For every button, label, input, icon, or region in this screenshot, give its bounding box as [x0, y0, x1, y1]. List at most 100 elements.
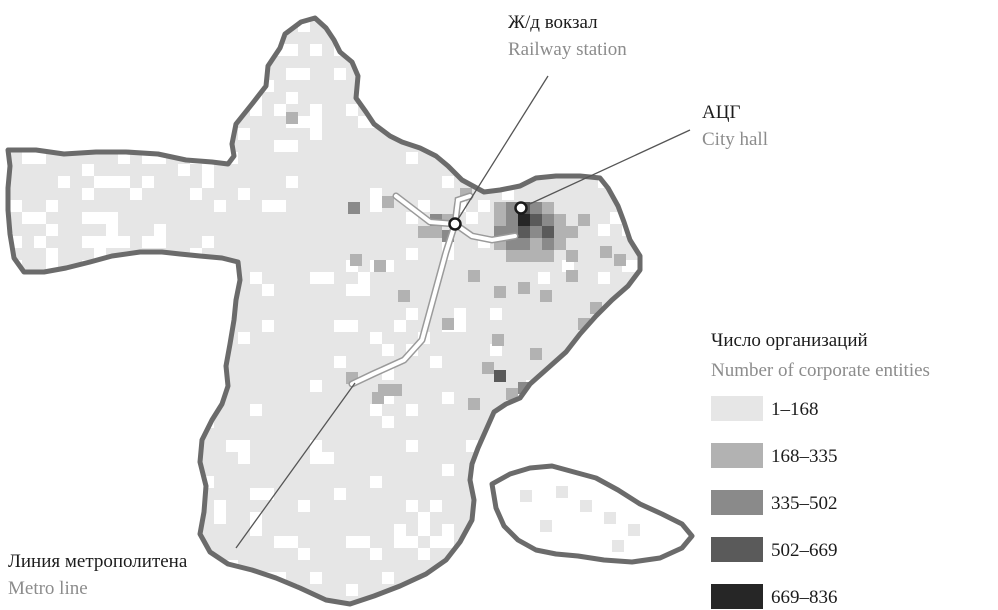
density-cell [262, 596, 274, 604]
density-cell [106, 284, 118, 296]
metro-line-label-ru: Линия метрополитена [8, 551, 188, 572]
railway-leader-line [454, 75, 549, 225]
density-cell [106, 260, 118, 272]
density-cell [430, 56, 442, 68]
density-cell [154, 80, 166, 92]
density-cell [178, 284, 190, 296]
density-cell [538, 68, 550, 80]
density-cell [562, 92, 574, 104]
metro-leader-line [235, 382, 356, 549]
legend-item: 335–502 [711, 490, 911, 516]
density-cell [598, 356, 610, 368]
density-cell [334, 320, 346, 332]
density-cell [298, 116, 310, 128]
density-cell [250, 524, 262, 536]
density-cell [298, 548, 310, 560]
density-cell [550, 92, 562, 104]
density-cell [358, 536, 370, 548]
density-cell [214, 200, 226, 212]
density-cell [490, 44, 502, 56]
city-fill-base [8, 18, 640, 604]
density-cell [578, 214, 590, 226]
density-cell [130, 296, 142, 308]
density-cell [478, 512, 490, 524]
density-cell [190, 188, 202, 200]
legend-swatch [711, 443, 763, 468]
density-cell [382, 196, 394, 208]
density-cell [634, 152, 640, 164]
density-cell [142, 308, 154, 320]
density-cell [34, 452, 46, 464]
density-cell [202, 44, 214, 56]
density-cell [562, 260, 574, 272]
density-cell [178, 164, 190, 176]
density-cell [58, 44, 70, 56]
density-cell [166, 68, 178, 80]
city-hall-label-en: City hall [702, 129, 768, 150]
density-cell [406, 308, 418, 320]
density-cell [406, 596, 418, 604]
density-cell [514, 92, 526, 104]
density-cell [406, 500, 418, 512]
density-cell [178, 104, 190, 116]
density-cell [286, 536, 298, 548]
density-cell [634, 572, 640, 584]
density-cell [178, 368, 190, 380]
density-cell [442, 104, 454, 116]
legend-item-label: 669–836 [771, 587, 838, 608]
density-cell [70, 392, 82, 404]
density-cell [346, 320, 358, 332]
density-cell [490, 560, 502, 572]
density-cell [646, 320, 658, 332]
leader-lines [235, 75, 691, 549]
density-cell [118, 236, 130, 248]
density-cell [418, 512, 430, 524]
density-cell [262, 488, 274, 500]
density-cell [310, 572, 322, 584]
density-cell [370, 188, 382, 200]
density-cell [634, 392, 640, 404]
density-cell [10, 92, 22, 104]
density-cell [502, 80, 514, 92]
density-cell [178, 380, 190, 392]
density-cell [530, 202, 542, 214]
density-cell [10, 380, 22, 392]
density-cell [646, 392, 658, 404]
density-cell [622, 452, 634, 464]
density-cell [542, 238, 554, 250]
density-cell [82, 368, 94, 380]
density-cell [646, 260, 658, 272]
density-cell [346, 284, 358, 296]
density-cell [634, 380, 640, 392]
density-cell [394, 92, 406, 104]
density-cell [494, 286, 506, 298]
density-cell [238, 188, 250, 200]
density-cell [166, 92, 178, 104]
density-cell [154, 368, 166, 380]
density-cell [190, 344, 202, 356]
density-cell [82, 428, 94, 440]
density-cell [514, 68, 526, 80]
density-cell [370, 200, 382, 212]
density-cell [58, 308, 70, 320]
density-cell [358, 272, 370, 284]
density-cell [82, 416, 94, 428]
density-cell [70, 452, 82, 464]
density-cell [46, 488, 58, 500]
density-cell [82, 284, 94, 296]
density-cell [190, 284, 202, 296]
density-cell [538, 92, 550, 104]
density-cell [82, 308, 94, 320]
density-cell [490, 344, 502, 356]
density-cell [430, 500, 442, 512]
density-cell [310, 440, 322, 452]
density-cell [70, 368, 82, 380]
density-cell [514, 440, 526, 452]
railway-station-label-ru: Ж/д вокзал [508, 12, 598, 33]
density-cell [466, 560, 478, 572]
density-cell [518, 226, 530, 238]
density-cell [574, 476, 586, 488]
density-cell [70, 404, 82, 416]
density-cell [70, 344, 82, 356]
density-cell [646, 116, 658, 128]
